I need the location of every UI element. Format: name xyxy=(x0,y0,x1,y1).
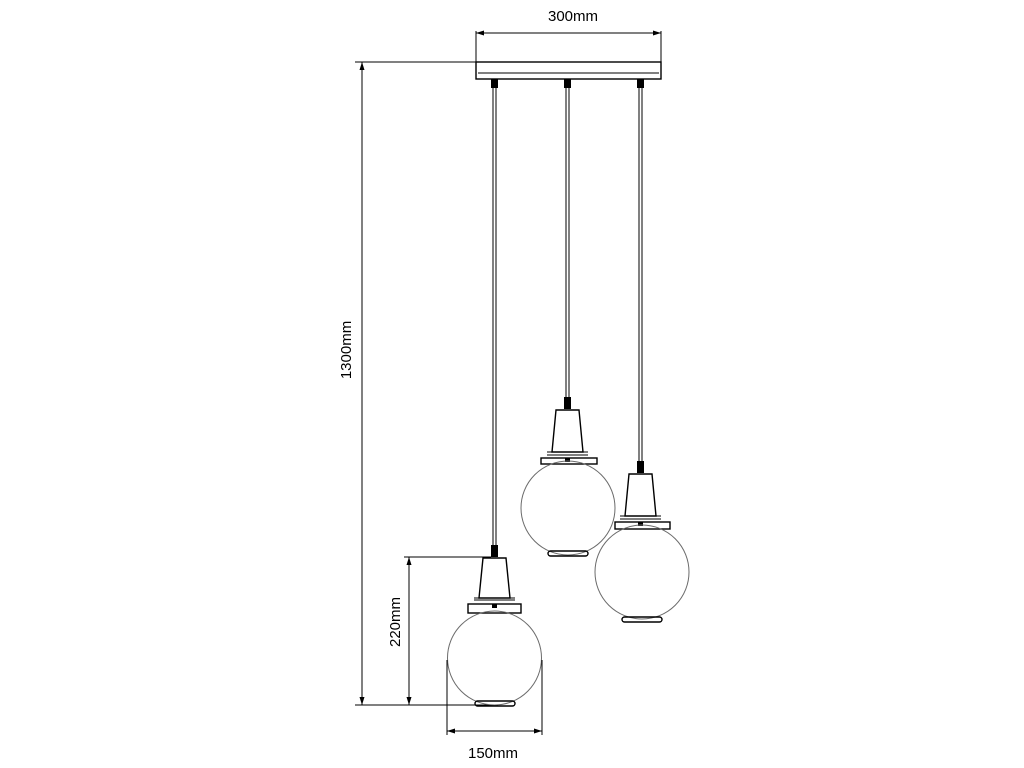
overall-height-label: 1300mm xyxy=(338,321,355,379)
pendant-center xyxy=(520,79,616,557)
shade-width-dimension: 150mm xyxy=(446,660,543,762)
canopy-width-dimension: 300mm xyxy=(475,8,662,62)
canopy-width-label: 300mm xyxy=(548,8,598,25)
pendant-left xyxy=(447,79,542,707)
overall-height-dimension: 1300mm xyxy=(338,61,498,706)
ceiling-canopy xyxy=(475,61,662,80)
pendant-right xyxy=(594,79,690,623)
shade-width-label: 150mm xyxy=(468,745,518,762)
shade-height-dimension: 220mm xyxy=(387,556,491,705)
shade-height-label: 220mm xyxy=(387,597,404,647)
